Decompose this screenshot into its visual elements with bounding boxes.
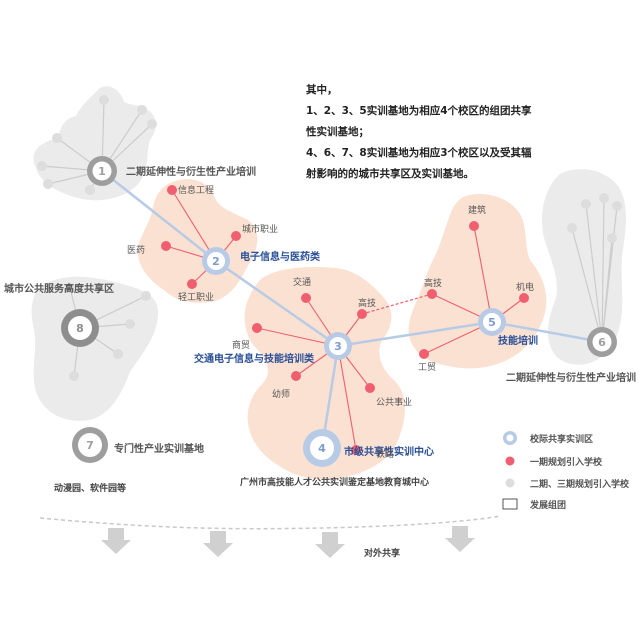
outward-arrows [101,526,475,558]
hub-8-label: 城市公共服务高度共享区 [4,282,114,295]
hub-4 [303,429,341,467]
intro-text: 其中， 1、2、3、5实训基地为相应4个校区的组团共享 性实训基地； 4、6、7… [306,80,576,185]
school-label: 城市职业 [242,223,278,235]
legend: 校际共享实训区 一期规划引入学校 二期、三期规划引入学校 发展组团 [502,431,630,511]
down-arrow-icon [101,528,131,554]
legend-cluster-label: 发展组团 [529,499,566,511]
intro-line-1: 1、2、3、5实训基地为相应4个校区的组团共享 [306,105,532,117]
hub-8-number: 8 [76,322,84,335]
hub-1 [87,156,117,186]
school-label: 铁路 [376,448,394,460]
hub-7-sublabel: 动漫园、软件园等 [54,482,126,494]
phase23-dots [37,95,622,381]
gray-cluster-8 [31,276,159,421]
phase1-dots [161,185,529,455]
outward-sharing-curve [39,515,501,530]
hub-1-label: 二期延伸性与衍生性产业培训 [126,165,256,178]
hub-7 [72,427,108,463]
hub-2 [202,247,230,275]
legend-shared-label: 校际共享实训区 [530,433,593,445]
intro-line-3: 4、6、7、8实训基地为相应3个校区以及受其辐 [306,147,532,159]
school-label: 信息工程 [178,184,214,196]
hub-7-number: 7 [86,439,94,452]
down-arrow-icon [315,532,345,558]
gaoji-link [361,293,433,315]
hub-7-label: 专门性产业实训基地 [114,442,204,455]
hub-1-number: 1 [98,165,106,178]
school-label: 建筑 [468,204,486,216]
school-label: 高技 [358,297,376,309]
hub-3-label: 交通电子信息与技能培训类 [194,352,314,365]
school-label: 商贸 [232,339,250,351]
hub-6-label: 二期延伸性与衍生性产业培训 [506,371,636,384]
school-label: 医药 [127,245,145,256]
school-label: 机电 [516,281,534,293]
hub-3-number: 3 [334,340,342,353]
hub-links [101,170,603,449]
cluster-2 [137,179,258,303]
down-arrow-icon [445,526,475,552]
cluster-3 [244,267,405,480]
school-label: 交通 [293,276,311,288]
legend-phase1-label: 一期规划引入学校 [530,456,603,468]
intro-line-4: 射影响的的城市共享区及实训基地。 [306,168,474,180]
hub-6 [587,327,617,357]
intro-heading: 其中， [306,84,338,96]
hub-5-number: 5 [488,316,496,329]
intro-line-2: 性实训基地； [306,126,369,138]
hub-2-number: 2 [212,255,220,268]
hub-2-label: 电子信息与医药类 [240,250,320,263]
hub-5-label: 技能培训 [498,334,538,347]
hub-5 [478,308,506,336]
school-label: 高技 [424,277,442,289]
hub-4-number: 4 [318,442,326,455]
legend-phase23-label: 二期、三期规划引入学校 [530,478,630,490]
hub-6-number: 6 [598,336,606,349]
down-arrow-icon [203,531,233,557]
hub-8 [61,309,99,347]
hub-4-label: 市级共享性实训中心 [344,445,434,458]
school-label: 幼师 [272,388,290,400]
school-label: 轻工职业 [178,291,214,303]
gray-cluster-1 [33,86,156,201]
school-label: 公共事业 [376,396,412,408]
outward-sharing-label: 对外共享 [364,547,400,559]
school-label: 工贸 [418,361,436,373]
hub-3 [324,332,352,360]
hub-4-sublabel: 广州市高技能人才公共实训鉴定基地教育城中心 [240,476,429,488]
